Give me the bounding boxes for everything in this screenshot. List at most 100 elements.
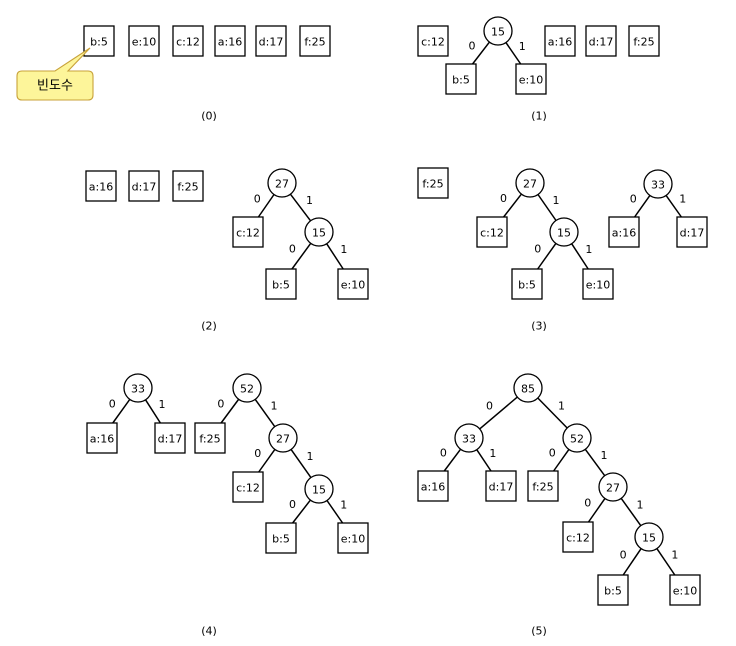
leaf-node-b5: b:5: [445, 63, 477, 95]
leaf-node-e10: e:10: [582, 268, 614, 300]
tree-edge: [476, 449, 492, 472]
leaf-box: [676, 216, 708, 248]
leaf-box: [83, 25, 115, 57]
node-label: d:17: [259, 36, 284, 49]
tree-edge: [587, 498, 606, 523]
leaf-node-f25: f:25: [417, 167, 449, 199]
node-label: b:5: [272, 279, 290, 292]
edge-label-left: 0: [254, 447, 261, 460]
leaf-box: [582, 268, 614, 300]
stage-label: (0): [201, 110, 217, 123]
internal-circle: [454, 423, 484, 453]
leaf-node-d17: d:17: [128, 170, 160, 202]
tree-edge: [326, 243, 344, 270]
edge-label-left: 0: [289, 498, 296, 511]
tree-edge: [292, 499, 312, 524]
tree-edge: [537, 194, 557, 221]
node-label: 15: [312, 227, 326, 240]
edge-label-left: 0: [534, 243, 541, 256]
leaf-box: [628, 25, 660, 57]
tree-edge: [258, 448, 276, 473]
stage-label: (1): [531, 110, 547, 123]
node-label: 52: [240, 383, 254, 396]
internal-circle: [634, 522, 664, 552]
leaf-node-a16: a:16: [417, 470, 449, 502]
internal-node-n27: 27: [267, 168, 297, 198]
leaf-node-c12: c:12: [417, 25, 449, 57]
node-label: 33: [651, 179, 665, 192]
tree-edge: [291, 242, 312, 270]
leaf-node-c12: c:12: [562, 521, 594, 553]
node-label: c:12: [480, 227, 504, 240]
internal-node-n33: 33: [643, 169, 673, 199]
leaf-box: [445, 63, 477, 95]
internal-circle: [483, 16, 513, 46]
internal-circle: [562, 423, 592, 453]
leaf-box: [265, 522, 297, 554]
leaf-box: [515, 63, 547, 95]
leaf-node-b5: b:5: [511, 268, 543, 300]
edge-label-right: 1: [679, 193, 686, 206]
tree-edge: [634, 194, 651, 218]
tree-edge: [665, 194, 682, 218]
leaf-box: [128, 25, 160, 57]
leaf-box: [562, 521, 594, 553]
leaf-box: [337, 522, 369, 554]
leaf-node-b5: b:5: [265, 522, 297, 554]
internal-node-n15: 15: [634, 522, 664, 552]
leaf-node-d17: d:17: [585, 25, 617, 57]
node-label: e:10: [519, 74, 543, 87]
leaf-box: [485, 470, 517, 502]
leaf-node-a16: a:16: [608, 216, 640, 248]
node-label: d:17: [680, 227, 705, 240]
leaf-box: [597, 574, 629, 606]
leaf-node-a16: a:16: [85, 170, 117, 202]
edge-label-left: 0: [584, 497, 591, 510]
internal-circle: [267, 168, 297, 198]
node-label: b:5: [90, 36, 108, 49]
node-label: a:16: [612, 227, 636, 240]
node-label: e:10: [341, 533, 365, 546]
internal-circle: [304, 474, 334, 504]
leaf-box: [172, 170, 204, 202]
node-label: b:5: [518, 279, 536, 292]
node-label: a:16: [90, 433, 114, 446]
node-label: 15: [642, 532, 656, 545]
tree-edge: [505, 42, 522, 65]
leaf-box: [585, 25, 617, 57]
leaf-box: [527, 470, 559, 502]
tree-edge: [254, 398, 276, 428]
node-label: a:16: [421, 481, 445, 494]
internal-node-n27: 27: [515, 168, 545, 198]
edge-label-right: 1: [585, 243, 592, 256]
leaf-node-e10: e:10: [515, 63, 547, 95]
node-label: e:10: [673, 585, 697, 598]
edge-label-right: 1: [558, 400, 565, 413]
leaf-box: [154, 422, 186, 454]
internal-node-n15: 15: [304, 474, 334, 504]
leaf-box: [255, 25, 287, 57]
node-label: e:10: [132, 36, 156, 49]
tree-edge: [503, 193, 523, 218]
node-label: 27: [523, 178, 537, 191]
leaf-node-b5: b:5: [265, 268, 297, 300]
callout-bubble: [16, 47, 94, 101]
edge-label-right: 1: [671, 548, 678, 561]
tree-edge: [537, 242, 557, 270]
leaf-box: [476, 216, 508, 248]
internal-node-n52: 52: [562, 423, 592, 453]
edge-label-right: 1: [637, 499, 644, 512]
leaf-node-c12: c:12: [232, 471, 264, 503]
leaf-box: [544, 25, 576, 57]
leaf-node-f25: f:25: [172, 170, 204, 202]
leaf-box: [417, 470, 449, 502]
stage-label: (2): [201, 320, 217, 333]
tree-edge: [257, 194, 275, 218]
internal-node-n33: 33: [454, 423, 484, 453]
tree-edge: [471, 41, 491, 65]
leaf-node-b5: b:5: [83, 25, 115, 57]
